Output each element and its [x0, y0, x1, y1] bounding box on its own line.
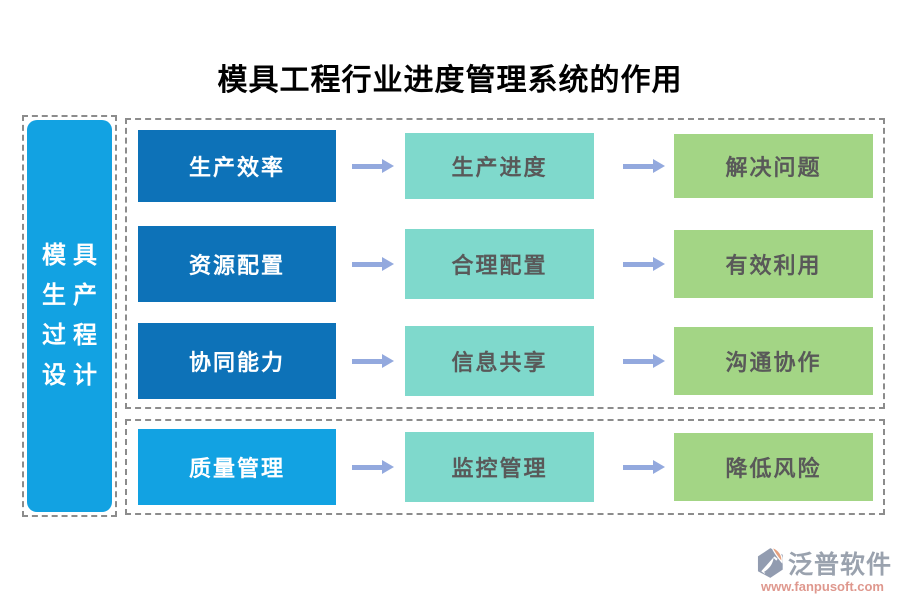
arrow-right-icon — [623, 159, 665, 173]
fanpu-logo-icon — [757, 546, 783, 578]
flow-source-box: 生产效率 — [138, 130, 336, 202]
watermark-url-text: www.fanpusoft.com — [760, 579, 884, 594]
flow-group-main: 生产效率 生产进度 解决问题 资源配置 合理配置 有效利用 协同能力 信息共享 … — [125, 118, 885, 409]
watermark-brand-text: 泛普软件 — [787, 552, 892, 579]
arrow-right-icon — [352, 257, 394, 271]
sidebar-blue-panel: 模具 生产 过程 设计 — [27, 120, 112, 512]
arrow-right-icon — [623, 354, 665, 368]
flow-outcome-box: 解决问题 — [674, 134, 873, 198]
arrow-right-icon — [352, 354, 394, 368]
flow-process-box: 生产进度 — [405, 133, 594, 199]
flow-outcome-box: 有效利用 — [674, 230, 873, 298]
sidebar-label-line: 模具 — [42, 243, 104, 269]
watermark: 泛普软件 www.fanpusoft.com — [753, 545, 892, 594]
flow-source-box: 资源配置 — [138, 226, 336, 302]
sidebar-label-line: 设计 — [42, 363, 104, 389]
arrow-right-icon — [623, 257, 665, 271]
flow-row-resources: 资源配置 合理配置 有效利用 — [127, 226, 883, 302]
sidebar-label-line: 生产 — [42, 283, 104, 309]
arrow-right-icon — [352, 159, 394, 173]
sidebar-label-line: 过程 — [42, 323, 104, 349]
flow-process-box: 信息共享 — [405, 326, 594, 396]
arrow-right-icon — [623, 460, 665, 474]
flow-row-efficiency: 生产效率 生产进度 解决问题 — [127, 130, 883, 202]
flow-outcome-box: 降低风险 — [674, 433, 873, 501]
flow-group-quality: 质量管理 监控管理 降低风险 — [125, 419, 885, 515]
flow-source-box: 协同能力 — [138, 323, 336, 399]
flow-process-box: 合理配置 — [405, 229, 594, 299]
flow-row-quality: 质量管理 监控管理 降低风险 — [127, 429, 883, 505]
flow-row-collaboration: 协同能力 信息共享 沟通协作 — [127, 323, 883, 399]
flow-outcome-box: 沟通协作 — [674, 327, 873, 395]
flow-process-box: 监控管理 — [405, 432, 594, 502]
flow-source-box: 质量管理 — [138, 429, 336, 505]
arrow-right-icon — [352, 460, 394, 474]
sidebar-process-design: 模具 生产 过程 设计 — [22, 115, 117, 517]
page-title: 模具工程行业进度管理系统的作用 — [217, 64, 683, 97]
watermark-brand-row: 泛普软件 — [753, 545, 892, 581]
